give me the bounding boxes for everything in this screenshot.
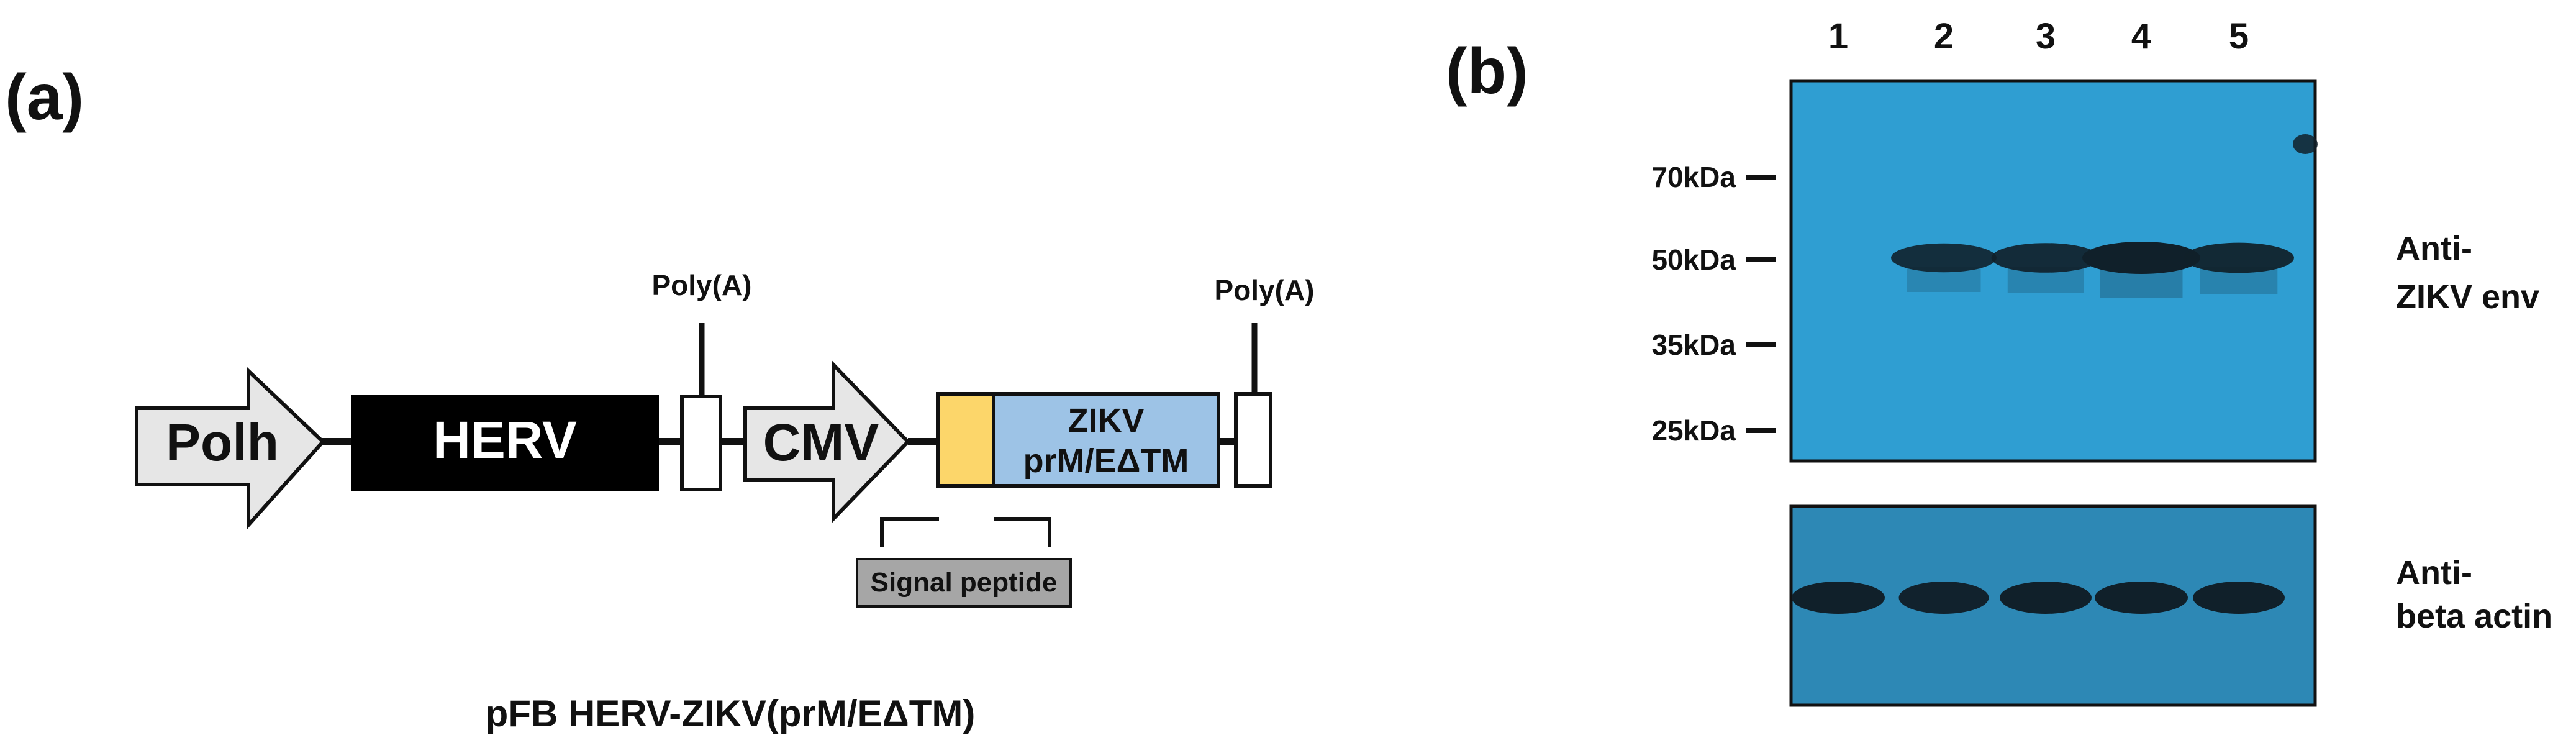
western-blot-zikv-env	[1789, 79, 2318, 463]
bands-bottom-row	[1792, 582, 2285, 614]
band-top-smear-lane-2	[1907, 267, 1981, 292]
band-top-smear-lane-3	[2007, 267, 2084, 293]
lane-number-row: 1 2 3 4 5	[1828, 16, 2249, 57]
polya-1-label: Poly(A)	[652, 269, 752, 301]
lane-number-4: 4	[2131, 16, 2151, 57]
zikv-label-line2: prM/EΔTM	[1023, 442, 1189, 480]
polh-arrow-shape	[135, 367, 326, 530]
signal-peptide-bracket	[880, 517, 1051, 547]
band-bottom-lane-3	[2000, 582, 2092, 614]
zikv-prme-box: ZIKV prM/EΔTM	[992, 392, 1220, 488]
molecular-weight-markers: 70kDa 50kDa 35kDa 25kDa	[1651, 161, 1776, 447]
signal-peptide-box	[936, 392, 995, 488]
panel-b-label: (b)	[1446, 35, 1528, 107]
band-top-lane-2	[1891, 243, 1997, 273]
herv-box: HERV	[351, 395, 659, 491]
band-bottom-lane-2	[1898, 582, 1989, 614]
marker-label-25kda: 25kDa	[1651, 414, 1736, 447]
herv-label: HERV	[433, 411, 577, 469]
lane-number-1: 1	[1828, 16, 1848, 57]
polya-signal-2: Poly(A)	[1215, 274, 1315, 488]
cmv-arrow-shape	[743, 360, 911, 524]
band-top-smear-lane-5	[2200, 267, 2278, 294]
antibody-top-label-line2: ZIKV env	[2396, 278, 2539, 316]
western-blot-beta-actin	[1789, 504, 2317, 707]
band-top-lane-4	[2082, 242, 2200, 274]
marker-label-50kda: 50kDa	[1651, 244, 1736, 276]
blot-top-artifact	[2293, 134, 2318, 154]
band-bottom-lane-1	[1792, 582, 1885, 614]
band-bottom-lane-4	[2095, 582, 2188, 614]
signal-peptide-callout: Signal peptide	[856, 558, 1072, 608]
polh-promoter-arrow: Polh	[135, 367, 326, 530]
zikv-label-line1: ZIKV	[1068, 402, 1144, 439]
band-top-lane-3	[1991, 243, 2100, 273]
band-bottom-lane-5	[2193, 582, 2285, 614]
marker-label-35kda: 35kDa	[1651, 329, 1736, 361]
lane-number-3: 3	[2036, 16, 2056, 57]
polya-2-label: Poly(A)	[1215, 274, 1315, 306]
panel-a-label: (a)	[5, 62, 84, 134]
construct-caption: pFB HERV-ZIKV(prM/EΔTM)	[486, 693, 976, 734]
antibody-top-label-line1: Anti-	[2396, 230, 2472, 267]
band-top-lane-5	[2184, 242, 2294, 273]
cmv-label: CMV	[763, 413, 879, 472]
marker-label-70kda: 70kDa	[1651, 161, 1736, 193]
bands-top-row	[1891, 242, 2294, 298]
polya-signal-1: Poly(A)	[652, 269, 752, 491]
antibody-bottom-label-line1: Anti-	[2396, 554, 2472, 591]
signal-peptide-label: Signal peptide	[871, 567, 1058, 598]
lane-number-2: 2	[1934, 16, 1954, 57]
band-top-smear-lane-4	[2100, 267, 2183, 298]
polh-label: Polh	[166, 413, 279, 472]
lane-number-5: 5	[2229, 16, 2249, 57]
antibody-bottom-label-line2: beta actin	[2396, 598, 2552, 635]
cmv-promoter-arrow: CMV	[743, 360, 911, 524]
